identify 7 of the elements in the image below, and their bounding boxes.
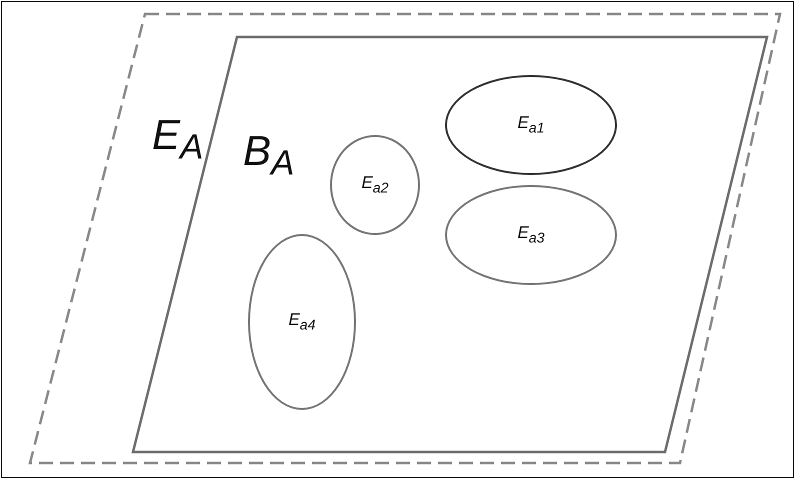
inner-set-region	[133, 37, 767, 452]
set-label: B$_{A}$	[243, 130, 294, 180]
subset-label: E$_{a4}$	[288, 310, 316, 334]
subset-label: E$_{a1}$	[517, 113, 545, 137]
set-label: E$_{A}$	[152, 114, 204, 164]
subset-label: E$_{a3}$	[517, 223, 545, 247]
subset-label: E$_{a2}$	[361, 173, 389, 197]
